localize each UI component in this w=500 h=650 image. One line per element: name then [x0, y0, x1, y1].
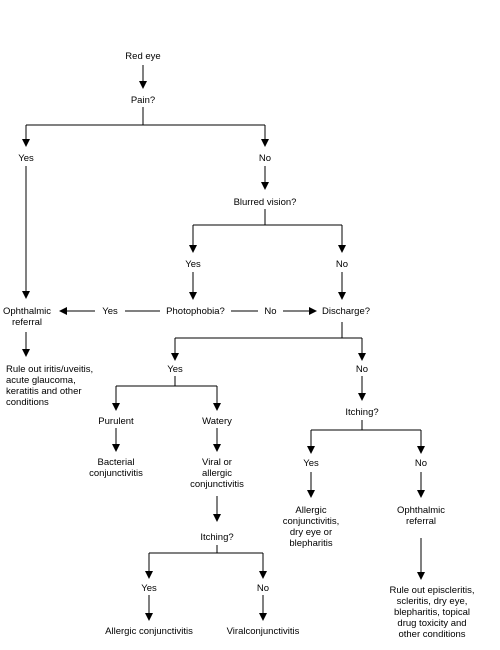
- node-allergic-conjunctivitis-1: Allergic conjunctivitis: [105, 626, 193, 637]
- label-itching-1-yes: Yes: [141, 583, 157, 594]
- label-photophobia-yes: Yes: [102, 306, 118, 317]
- label-pain-no: No: [258, 153, 272, 164]
- label-pain-yes: Yes: [18, 153, 34, 164]
- node-red-eye: Red eye: [125, 51, 161, 62]
- label-blurred-yes: Yes: [185, 259, 201, 270]
- node-photophobia: Photophobia?: [166, 306, 225, 317]
- node-bacterial-conjunctivitis: Bacterial conjunctivitis: [89, 457, 143, 479]
- node-viral-or-allergic: Viral or allergic conjunctivitis: [190, 457, 244, 490]
- node-rule-out-1: Rule out iritis/uveitis, acute glaucoma,…: [6, 364, 94, 408]
- node-pain: Pain?: [130, 95, 156, 106]
- node-purulent: Purulent: [98, 416, 134, 427]
- node-watery: Watery: [202, 416, 232, 427]
- node-viral-conjunctivitis: Viralconjunctivitis: [226, 626, 300, 637]
- node-blurred-vision: Blurred vision?: [233, 197, 297, 208]
- label-blurred-no: No: [335, 259, 349, 270]
- label-itching-1-no: No: [256, 583, 270, 594]
- node-rule-out-2: Rule out episcleritis, scleritis, dry ey…: [389, 585, 475, 640]
- label-itching-2-yes: Yes: [303, 458, 319, 469]
- node-discharge: Discharge?: [321, 306, 371, 317]
- node-itching-1: Itching?: [200, 532, 234, 543]
- label-itching-2-no: No: [414, 458, 428, 469]
- node-itching-2: Itching?: [345, 407, 379, 418]
- label-discharge-no: No: [355, 364, 369, 375]
- node-ophthalmic-referral-1: Ophthalmic referral: [2, 306, 52, 328]
- node-ophthalmic-referral-2: Ophthalmic referral: [396, 505, 446, 527]
- label-discharge-yes: Yes: [167, 364, 183, 375]
- label-photophobia-no: No: [264, 306, 277, 317]
- node-allergic-conjunctivitis-2: Allergic conjunctivitis, dry eye or blep…: [282, 505, 340, 549]
